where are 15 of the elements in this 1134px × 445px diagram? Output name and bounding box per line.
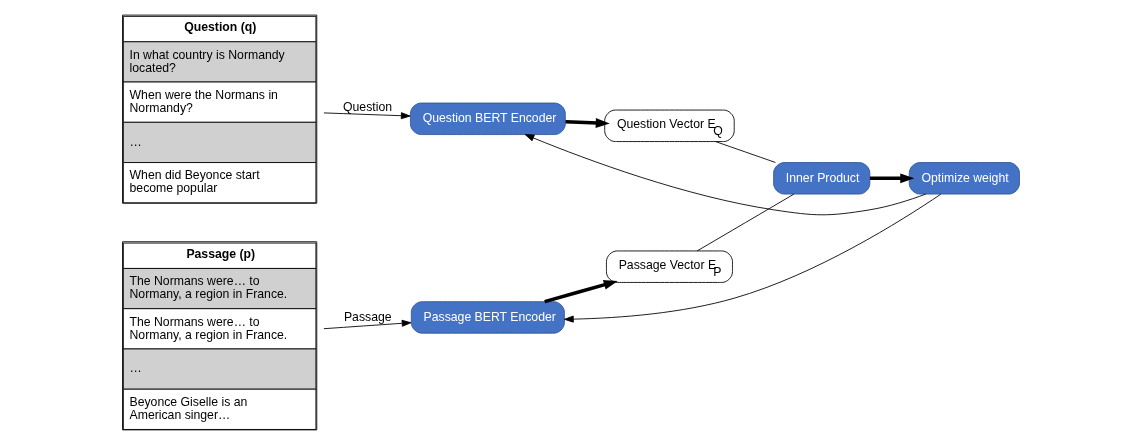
node-box: Passage BERT Encoder xyxy=(410,301,565,334)
node-box: Inner Product xyxy=(772,162,870,195)
arrow xyxy=(563,193,941,323)
arrow xyxy=(323,319,411,330)
node-box: Optimize weight xyxy=(908,162,1020,195)
edge-label: Passage xyxy=(343,310,392,325)
arrow xyxy=(524,134,926,216)
arrow xyxy=(543,280,618,304)
arrow xyxy=(564,118,610,128)
arrow xyxy=(323,112,410,120)
connector xyxy=(714,141,776,163)
arrow xyxy=(869,173,914,184)
edge-label: Question xyxy=(342,100,392,115)
connector xyxy=(696,193,794,252)
node-box: Question BERT Encoder xyxy=(409,102,566,135)
